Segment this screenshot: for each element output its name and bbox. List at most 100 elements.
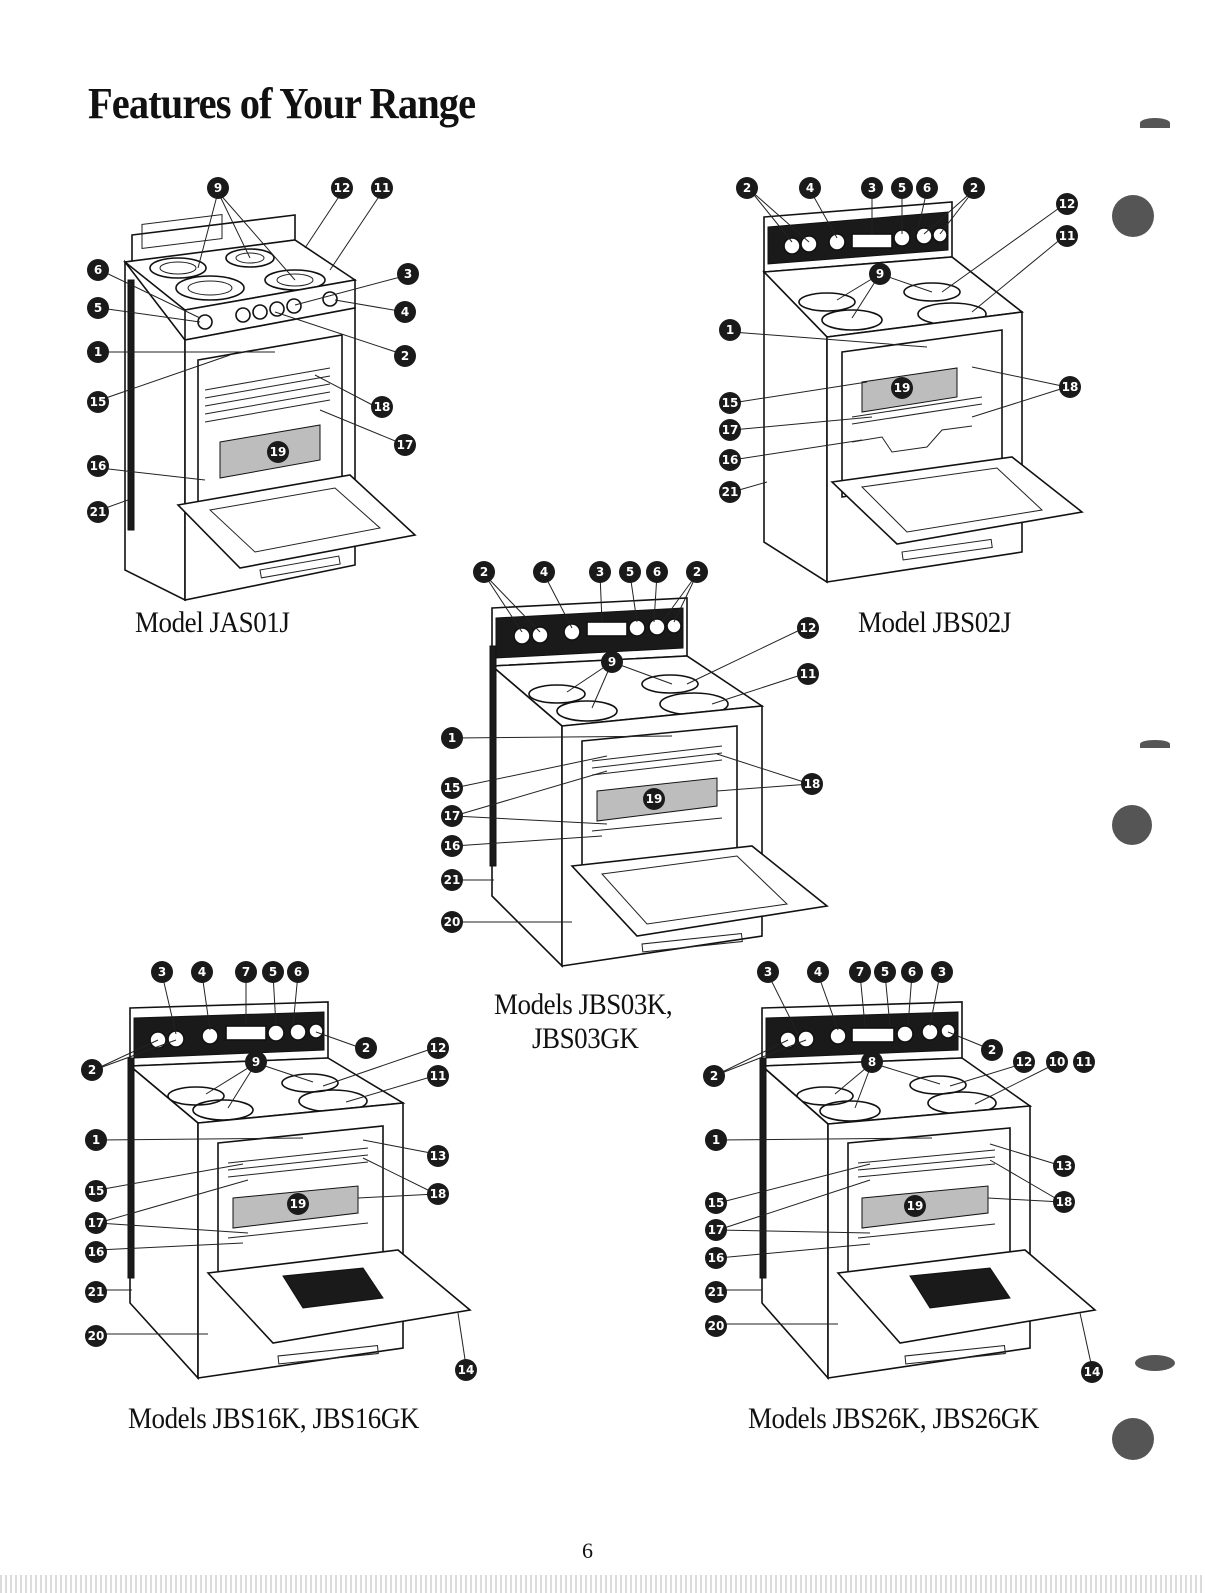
callout-21: 21	[441, 869, 463, 891]
callout-12: 12	[797, 617, 819, 639]
svg-text:6: 6	[653, 565, 661, 579]
callout-13: 13	[427, 1145, 449, 1167]
svg-text:20: 20	[88, 1329, 105, 1343]
punch-hole-mark	[1112, 805, 1152, 845]
callout-18: 18	[371, 396, 393, 418]
svg-text:16: 16	[88, 1245, 105, 1259]
svg-text:1: 1	[92, 1133, 100, 1147]
caption-jbs03k-line1: Models JBS03K,	[494, 988, 673, 1021]
svg-text:7: 7	[856, 965, 864, 979]
page-number: 6	[582, 1538, 593, 1563]
svg-text:11: 11	[430, 1069, 447, 1083]
svg-text:16: 16	[722, 453, 739, 467]
callout-17: 17	[394, 434, 416, 456]
callouts-jbs02j: 2 4 3 5 6 2 12 11 9 1 15 19 18 17 16 21	[719, 177, 1081, 503]
callout-13: 13	[1053, 1155, 1075, 1177]
callout-3: 3	[151, 961, 173, 983]
callout-18: 18	[1053, 1191, 1075, 1213]
svg-text:9: 9	[214, 181, 222, 195]
edge-mark	[1140, 740, 1170, 748]
punch-hole-mark	[1112, 1418, 1154, 1460]
svg-text:1: 1	[712, 1133, 720, 1147]
callout-2: 2	[736, 177, 758, 199]
svg-text:9: 9	[876, 267, 884, 281]
callout-12: 12	[331, 177, 353, 199]
svg-text:2: 2	[988, 1043, 996, 1057]
caption-jbs16k: Models JBS16K, JBS16GK	[128, 1402, 419, 1435]
callout-18: 18	[1059, 376, 1081, 398]
callout-9: 9	[245, 1051, 267, 1073]
svg-text:5: 5	[626, 565, 634, 579]
svg-text:11: 11	[1076, 1055, 1093, 1069]
callout-16: 16	[719, 449, 741, 471]
callout-15: 15	[719, 392, 741, 414]
svg-text:6: 6	[94, 263, 102, 277]
svg-text:11: 11	[374, 181, 391, 195]
callout-7: 7	[235, 961, 257, 983]
svg-text:18: 18	[804, 777, 821, 791]
caption-jbs03k-line2: JBS03GK	[532, 1022, 639, 1055]
callout-9: 9	[207, 177, 229, 199]
callout-11: 11	[1073, 1051, 1095, 1073]
figure-jas01j: 9 12 11 6 3 5 4 1 2 15 18 17 19 16 21	[80, 170, 440, 602]
callout-3: 3	[397, 263, 419, 285]
callout-9: 9	[869, 263, 891, 285]
svg-text:21: 21	[722, 485, 739, 499]
svg-text:19: 19	[894, 381, 911, 395]
callout-14: 14	[1081, 1361, 1103, 1383]
callout-2: 2	[963, 177, 985, 199]
range-illustration-jbs02j	[762, 201, 1084, 584]
callouts-jbs16k: 3 4 7 5 6 2 2 9 12 11 1 13 15 18 19 17 1…	[81, 961, 477, 1381]
callout-1: 1	[87, 341, 109, 363]
callout-4: 4	[191, 961, 213, 983]
callout-3: 3	[861, 177, 883, 199]
svg-text:8: 8	[868, 1055, 876, 1069]
callout-4: 4	[799, 177, 821, 199]
svg-text:19: 19	[270, 445, 287, 459]
svg-text:13: 13	[430, 1149, 447, 1163]
svg-text:13: 13	[1056, 1159, 1073, 1173]
svg-text:2: 2	[693, 565, 701, 579]
callouts-jbs26k: 3 4 7 5 6 3 2 2 8 12 10 11 1 13 15 18 19…	[703, 961, 1103, 1383]
callout-1: 1	[705, 1129, 727, 1151]
svg-text:15: 15	[444, 781, 461, 795]
callout-12: 12	[1056, 193, 1078, 215]
svg-text:3: 3	[938, 965, 946, 979]
svg-text:21: 21	[444, 873, 461, 887]
callout-15: 15	[441, 777, 463, 799]
callout-4: 4	[533, 561, 555, 583]
svg-text:18: 18	[430, 1187, 447, 1201]
svg-text:4: 4	[540, 565, 548, 579]
callout-16: 16	[705, 1247, 727, 1269]
scan-artifact	[0, 1575, 1205, 1593]
svg-text:5: 5	[881, 965, 889, 979]
figure-jbs26k: 3 4 7 5 6 3 2 2 8 12 10 11 1 13 15 18 19…	[700, 958, 1103, 1398]
callout-6: 6	[916, 177, 938, 199]
svg-text:6: 6	[294, 965, 302, 979]
callout-5: 5	[891, 177, 913, 199]
svg-text:2: 2	[710, 1069, 718, 1083]
callout-6: 6	[87, 259, 109, 281]
svg-text:21: 21	[88, 1285, 105, 1299]
svg-text:17: 17	[708, 1223, 725, 1237]
svg-text:1: 1	[448, 731, 456, 745]
svg-text:3: 3	[868, 181, 876, 195]
svg-text:6: 6	[923, 181, 931, 195]
punch-hole-mark	[1112, 195, 1154, 237]
svg-text:9: 9	[252, 1055, 260, 1069]
callout-2: 2	[394, 345, 416, 367]
callout-14: 14	[455, 1359, 477, 1381]
callout-12: 12	[1013, 1051, 1035, 1073]
callout-4: 4	[394, 301, 416, 323]
svg-text:3: 3	[596, 565, 604, 579]
svg-text:18: 18	[1056, 1195, 1073, 1209]
svg-text:12: 12	[430, 1041, 447, 1055]
svg-text:3: 3	[764, 965, 772, 979]
svg-text:17: 17	[397, 438, 414, 452]
svg-text:4: 4	[814, 965, 822, 979]
svg-text:12: 12	[1016, 1055, 1033, 1069]
svg-text:1: 1	[94, 345, 102, 359]
svg-text:6: 6	[908, 965, 916, 979]
svg-text:12: 12	[334, 181, 351, 195]
svg-text:17: 17	[722, 423, 739, 437]
